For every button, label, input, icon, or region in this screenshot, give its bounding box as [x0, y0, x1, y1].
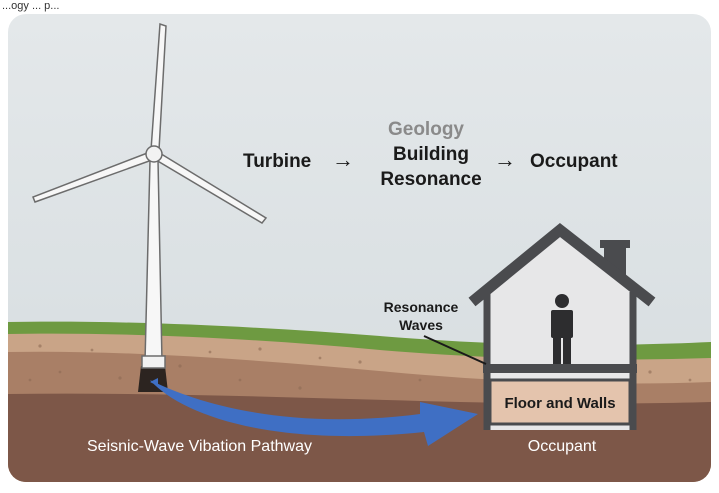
floor-walls-label: Floor and Walls [504, 395, 615, 412]
occupant-figure-icon [551, 294, 573, 364]
seismic-wave-arrow [150, 380, 478, 446]
house-chimney-cap [600, 240, 630, 248]
header-fragment: ...ogy ... p... [2, 0, 59, 12]
house-floor-slab [483, 364, 637, 373]
flow-arrow-1: → [332, 147, 354, 172]
flow-geology: Geology [388, 119, 464, 140]
flow-resonance: Resonance [380, 169, 481, 190]
floor-walls-box [488, 378, 632, 426]
turbine-hub [145, 145, 163, 163]
resonance-pointer-line [423, 335, 487, 365]
turbine-base-ring [141, 355, 166, 369]
resonance-label-line2: Waves [399, 317, 443, 333]
flow-turbine: Turbine [243, 151, 311, 172]
occupant-bottom-label: Occupant [528, 438, 597, 455]
flow-building: Building [393, 144, 469, 165]
flow-occupant: Occupant [530, 151, 618, 172]
resonance-label-line1: Resonance [384, 299, 459, 315]
house [468, 222, 656, 430]
house-roof [468, 222, 656, 307]
seismic-wave-arrow-tail [150, 378, 158, 386]
scene [8, 14, 711, 482]
pathway-label: Seisnic-Wave Vibation Pathway [87, 438, 312, 455]
house-walls [483, 292, 637, 430]
flow-arrow-2: → [494, 147, 516, 172]
